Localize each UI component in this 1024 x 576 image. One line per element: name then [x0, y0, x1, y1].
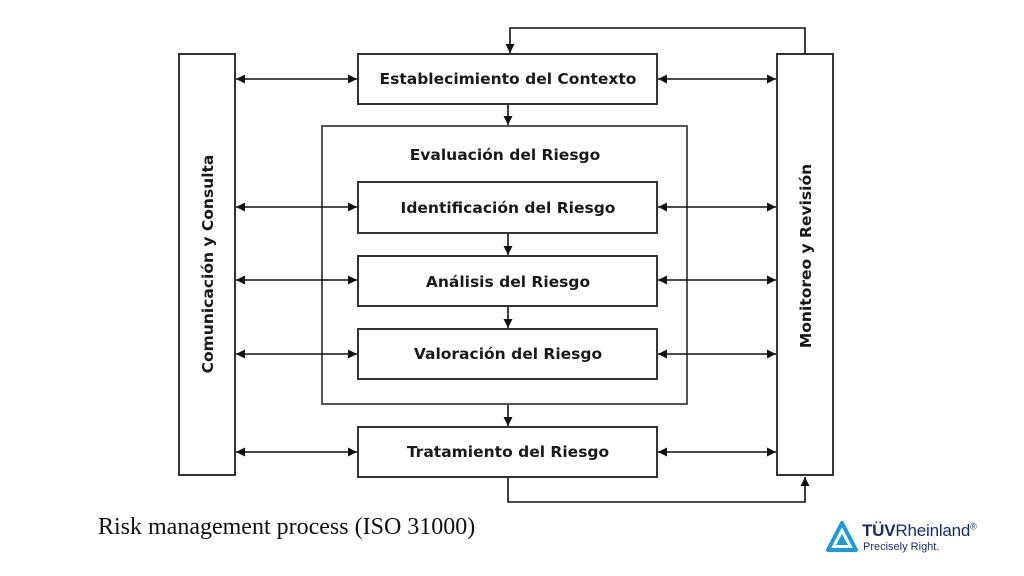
identification-box-label: Identificación del Riesgo [401, 199, 616, 217]
tuv-rheinland-logo: TÜVRheinland® Precisely Right. [826, 519, 996, 561]
logo-tagline: Precisely Right. [863, 541, 940, 553]
context-box-label: Establecimiento del Contexto [380, 70, 637, 88]
arrow-monitoring-to-context [505, 27, 806, 54]
valuation-box: Valoración del Riesgo [357, 328, 658, 380]
analysis-box-label: Análisis del Riesgo [426, 273, 590, 291]
analysis-box: Análisis del Riesgo [357, 255, 658, 307]
communication-column: Comunicación y Consulta [178, 53, 236, 476]
logo-brand: TÜVRheinland® [862, 521, 977, 541]
diagram-caption: Risk management process (ISO 31000) [98, 514, 476, 540]
risk-process-diagram: Comunicación y Consulta Monitoreo y Revi… [178, 27, 834, 503]
context-box: Establecimiento del Contexto [357, 53, 658, 105]
logo-registered-mark: ® [970, 521, 977, 532]
monitoring-column: Monitoreo y Revisión [776, 53, 834, 476]
valuation-box-label: Valoración del Riesgo [414, 345, 602, 363]
monitoring-column-label: Monitoreo y Revisión [797, 164, 815, 348]
tuv-triangle-icon [826, 521, 858, 552]
treatment-box-label: Tratamiento del Riesgo [407, 443, 609, 461]
logo-brand-regular: Rheinland [895, 521, 971, 540]
communication-column-label: Comunicación y Consulta [199, 155, 217, 374]
arrow-treatment-to-monitoring [507, 477, 810, 503]
identification-box: Identificación del Riesgo [357, 181, 658, 234]
evaluation-title: Evaluación del Riesgo [410, 146, 601, 164]
treatment-box: Tratamiento del Riesgo [357, 426, 658, 478]
logo-brand-bold: TÜV [862, 521, 896, 540]
